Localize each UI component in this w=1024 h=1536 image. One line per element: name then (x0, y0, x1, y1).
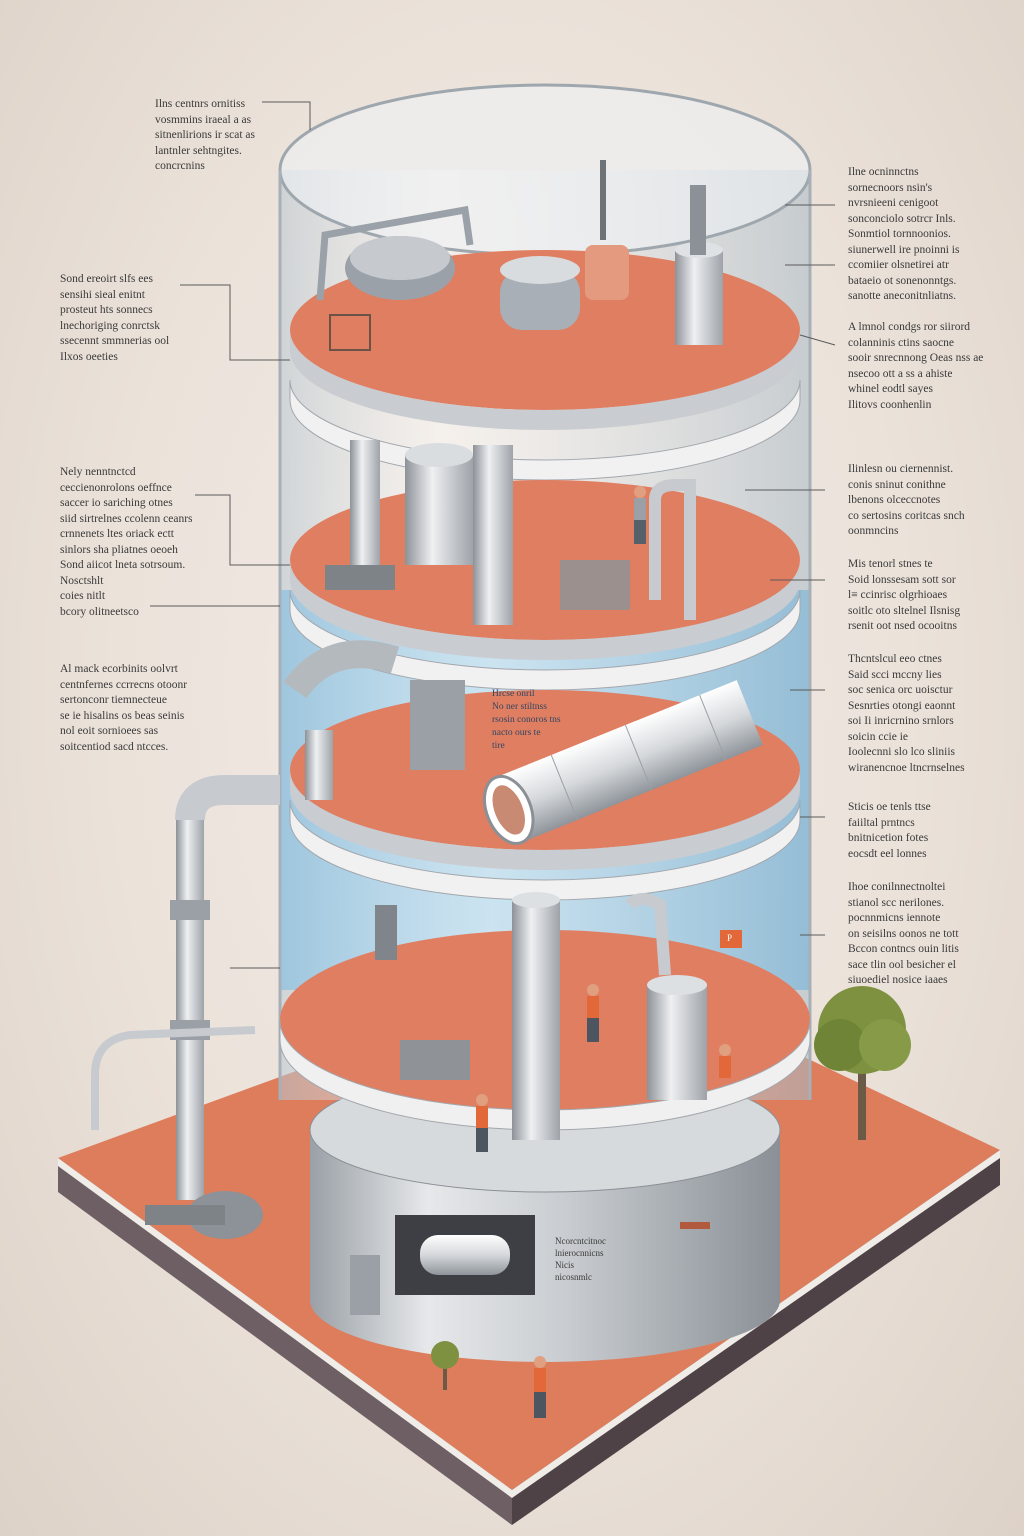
floor-1-silo (675, 250, 723, 345)
floor-2-worker (634, 486, 646, 544)
floor-1 (290, 160, 800, 430)
base-pump (420, 1235, 510, 1275)
floor-4-worker-3 (719, 1044, 731, 1078)
callout-left-1: Ilns centnrs ornitiss vosmmins iraeal a … (155, 98, 255, 172)
floor-3-large-pipe (482, 680, 763, 845)
base-door (350, 1255, 380, 1315)
floor-3-duct (283, 640, 400, 699)
callout-right-6: Sticis oe tenls ttse faiiltal prntncs bn… (848, 801, 931, 860)
floor-2-machinery (560, 560, 630, 610)
wall-plate-label: P (727, 933, 733, 943)
leader-lines (150, 101, 836, 969)
floor-2-column-center (473, 445, 513, 625)
floor-4-worker-2 (476, 1094, 488, 1152)
tree (814, 986, 911, 1140)
callout-right-7: Ihoe conilnnectnoltei stianol scc nerilo… (848, 881, 959, 986)
floor-2-column-left (350, 440, 380, 585)
callout-right-4: Mis tenorl stnes te Soid lonssesam sott … (848, 558, 961, 632)
ground-worker (534, 1356, 546, 1418)
floor-4-pipe (625, 893, 671, 976)
floor-1-boiler (500, 270, 580, 330)
base-sign: Ncorcntcitnoc lnierocnnicns Nicis nicosn… (555, 1236, 606, 1282)
floor-4 (279, 799, 811, 1152)
callout-right-3: Ilinlesn ou ciernennist. conis sninut co… (848, 463, 965, 537)
floor-3-small-tank (305, 730, 333, 800)
callout-left-2: Sond ereoirt slfs ees sensihi sieal enit… (60, 273, 170, 363)
callout-right-2: A lmnol condgs ror siirord colanninis ct… (848, 321, 984, 411)
external-pipe (91, 775, 280, 1239)
floor-3-equipment-rack (410, 680, 465, 770)
callout-right-1: Ilne ocninnctns sornecnoors nsin's nvrsn… (848, 166, 960, 302)
floor-2-cylinder-tank (405, 455, 473, 565)
callout-left-3: Nely nenntnctcd ceccienonrolons oeffnce … (60, 466, 193, 618)
warning-plate (720, 930, 742, 948)
floor-2-pipe (649, 479, 696, 620)
small-tree (431, 1341, 459, 1390)
callout-left-4: Al mack ecorbinits oolvrt centnfernes cc… (60, 663, 188, 753)
tank-interior-sign: Hrcse onril No ner stiltnss rsosin conor… (492, 689, 561, 751)
floor-2 (289, 379, 801, 660)
floor-2-pump (325, 565, 395, 590)
floor-1-vat (585, 245, 629, 300)
floor-4-worker-1 (587, 984, 599, 1042)
floor-1-chimney (690, 185, 706, 255)
floor-4-machinery (400, 1040, 470, 1080)
floor-4-tall-column (512, 900, 560, 1140)
floor-3 (283, 589, 801, 870)
floor-4-drum-tank (647, 985, 707, 1100)
callout-right-5: Thcntslcul eeo ctnes Said scci mccny lie… (848, 653, 965, 774)
